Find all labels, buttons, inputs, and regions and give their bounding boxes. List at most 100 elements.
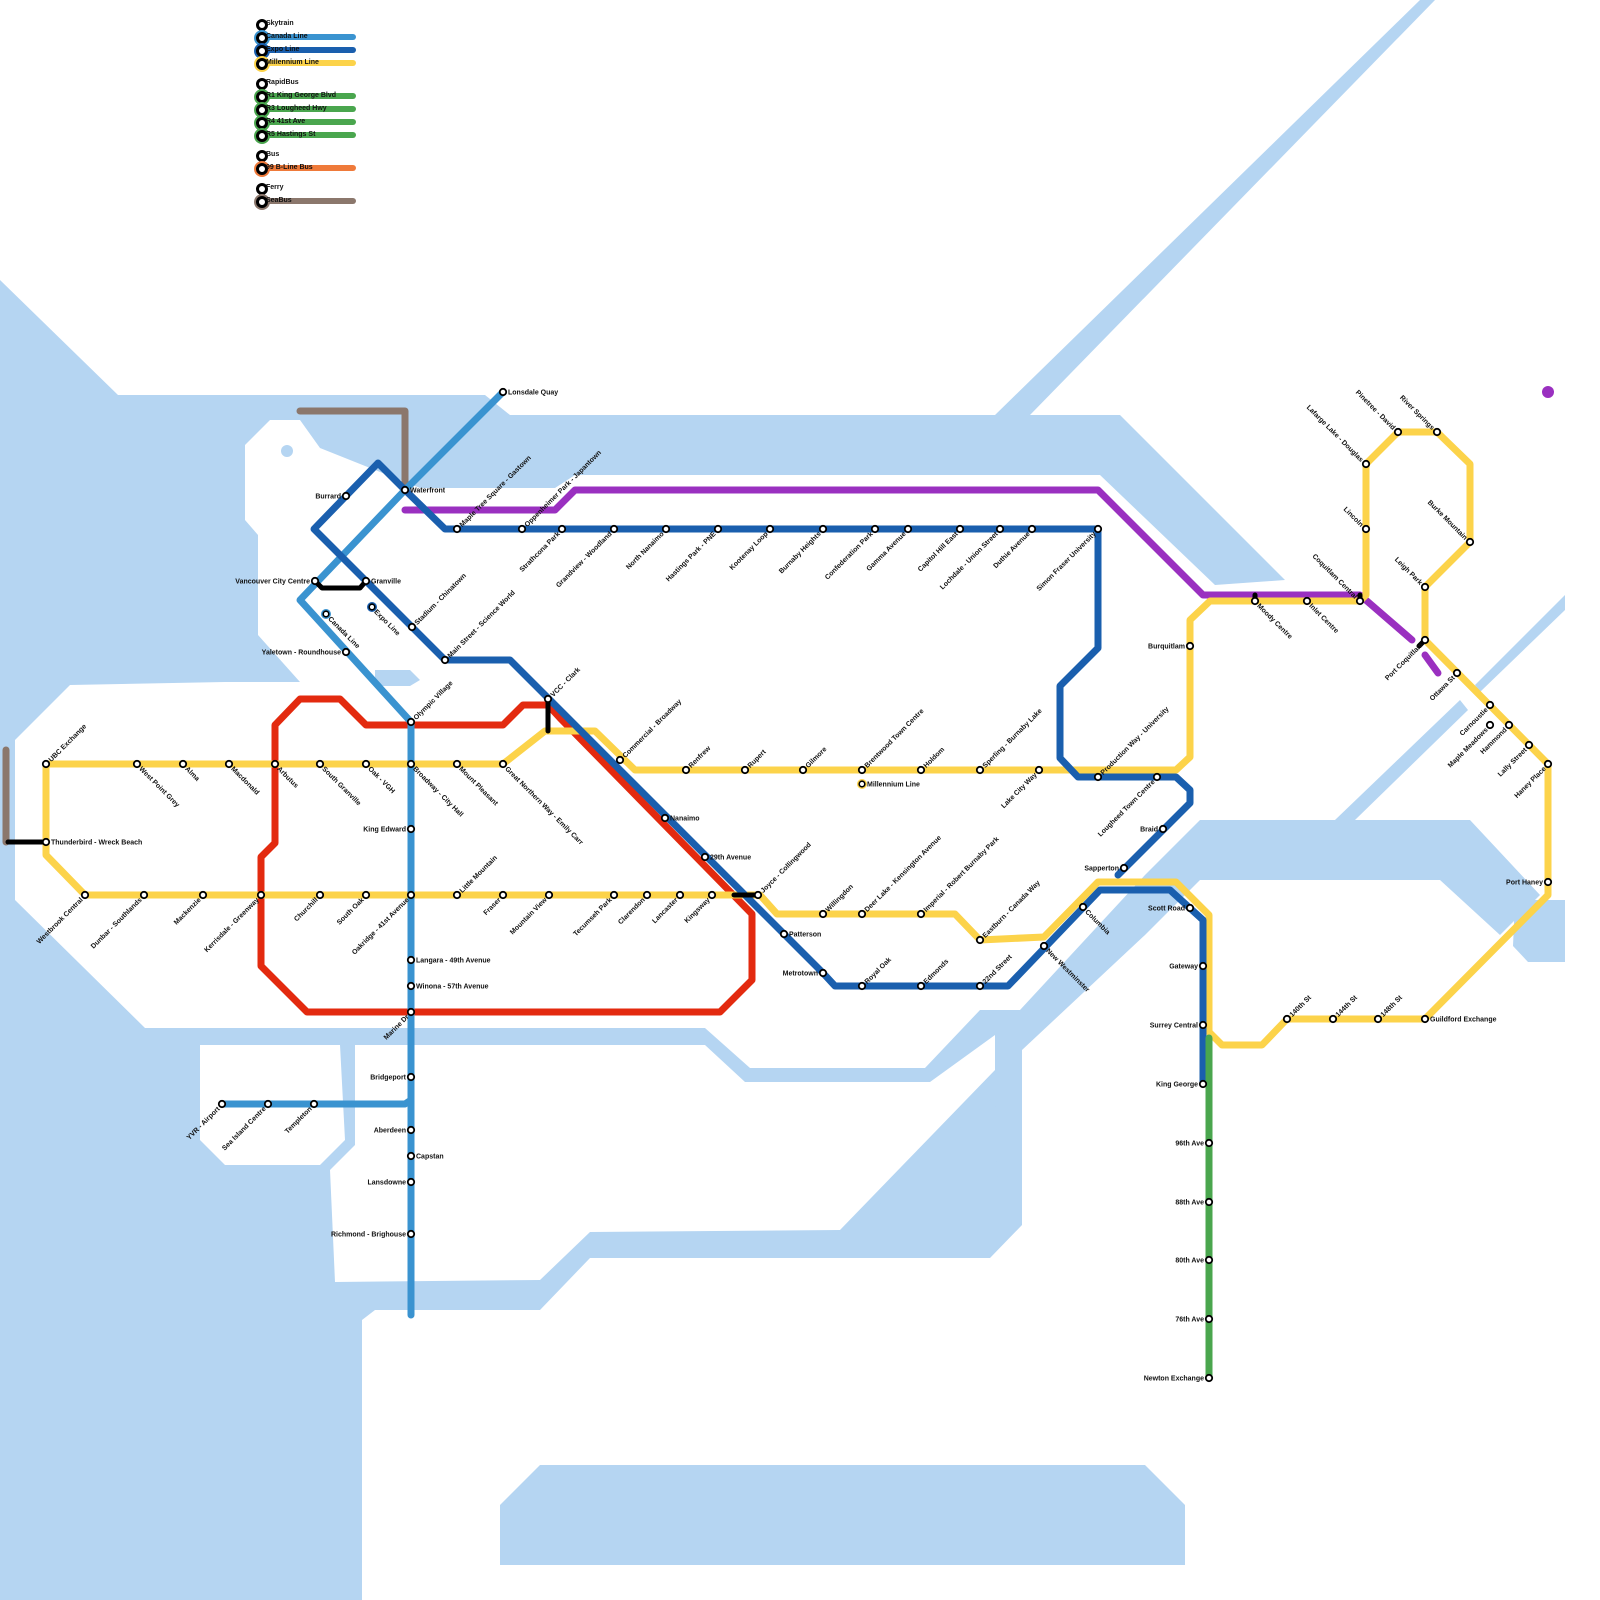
station-22nd-street[interactable] <box>975 981 985 991</box>
station-pinetree-david[interactable] <box>1393 427 1403 437</box>
station-churchill[interactable] <box>315 890 325 900</box>
station-capitol-hill-east[interactable] <box>955 524 965 534</box>
station-kerrisdale-greenway[interactable] <box>256 890 266 900</box>
station-thunderbird-wreck-beach[interactable] <box>41 837 51 847</box>
station-96th-ave[interactable] <box>1204 1138 1214 1148</box>
station-waterfront[interactable] <box>400 485 410 495</box>
station-oak-vgh[interactable] <box>361 759 371 769</box>
station-west-point-grey[interactable] <box>132 759 142 769</box>
station-fraser[interactable] <box>498 890 508 900</box>
station-south-granville[interactable] <box>315 759 325 769</box>
station-vancouver-city-centre[interactable] <box>310 576 320 586</box>
station-88th-ave[interactable] <box>1204 1197 1214 1207</box>
station-main-street-science-world[interactable] <box>440 655 450 665</box>
station-westbrook-central[interactable] <box>80 890 90 900</box>
station-clarendon[interactable] <box>642 890 652 900</box>
station-gilmore[interactable] <box>798 765 808 775</box>
station-little-mountain[interactable] <box>452 890 462 900</box>
station-commercial-broadway[interactable] <box>615 755 625 765</box>
station-oakridge-41st-avenue[interactable] <box>406 890 416 900</box>
station-144th-st[interactable] <box>1328 1014 1338 1024</box>
station-ubc-exchange[interactable] <box>41 759 51 769</box>
station-new-westminster[interactable] <box>1039 941 1049 951</box>
station-hammond[interactable] <box>1504 720 1514 730</box>
station-renfrew[interactable] <box>681 765 691 775</box>
station-inlet-centre[interactable] <box>1302 596 1312 606</box>
station-moody-centre[interactable] <box>1250 596 1260 606</box>
station-strathcona-park[interactable] <box>557 524 567 534</box>
station-confederation-park[interactable] <box>870 524 880 534</box>
station-eastburn-canada-way[interactable] <box>975 935 985 945</box>
station-winona-57th-avenue[interactable] <box>406 981 416 991</box>
station-metrotown[interactable] <box>818 968 828 978</box>
station-columbia[interactable] <box>1078 902 1088 912</box>
station-hastings-park-pne[interactable] <box>713 524 723 534</box>
station-vcc-clark[interactable] <box>543 694 553 704</box>
station-surrey-central[interactable] <box>1198 1020 1208 1030</box>
station-oppenheimer-park-japantown[interactable] <box>517 524 527 534</box>
station-capstan[interactable] <box>406 1151 416 1161</box>
station-maple-meadows[interactable] <box>1485 720 1495 730</box>
station-maple-tree-square-gastown[interactable] <box>452 524 462 534</box>
station-newton-exchange[interactable] <box>1204 1373 1214 1383</box>
station-burnaby-heights[interactable] <box>818 524 828 534</box>
station-port-haney[interactable] <box>1543 877 1553 887</box>
station-lally-street[interactable] <box>1524 740 1534 750</box>
station-willingdon[interactable] <box>818 909 828 919</box>
station-lancaster[interactable] <box>675 890 685 900</box>
station-granville[interactable] <box>361 576 371 586</box>
station-production-way-university[interactable] <box>1093 772 1103 782</box>
station-richmond-brighouse[interactable] <box>406 1229 416 1239</box>
station-joyce-collingwood[interactable] <box>753 890 763 900</box>
station-carnoustie[interactable] <box>1485 700 1495 710</box>
station-king-edward[interactable] <box>406 824 416 834</box>
station-dunbar-southlands[interactable] <box>139 890 149 900</box>
station-148th-st[interactable] <box>1373 1014 1383 1024</box>
station-lafarge-lake-douglas[interactable] <box>1361 459 1371 469</box>
station-port-coquitlam[interactable] <box>1420 635 1430 645</box>
station-duthie-avenue[interactable] <box>1027 524 1037 534</box>
station-sperling-burnaby-lake[interactable] <box>975 765 985 775</box>
station-lonsdale-quay[interactable] <box>498 387 508 397</box>
station-lougheed-town-centre[interactable] <box>1152 772 1162 782</box>
station-haney-place[interactable] <box>1543 759 1553 769</box>
station-guildford-exchange[interactable] <box>1420 1014 1430 1024</box>
station-76th-ave[interactable] <box>1204 1314 1214 1324</box>
station-yvr-airport[interactable] <box>217 1099 227 1109</box>
station-gateway[interactable] <box>1198 961 1208 971</box>
station-grandview-woodland[interactable] <box>609 524 619 534</box>
station-south-oak[interactable] <box>361 890 371 900</box>
station-north-nanaimo[interactable] <box>661 524 671 534</box>
station-olympic-village[interactable] <box>406 717 416 727</box>
station-leigh-park[interactable] <box>1420 582 1430 592</box>
station-brentwood-town-centre[interactable] <box>857 765 867 775</box>
station-langara-49th-avenue[interactable] <box>406 955 416 965</box>
station-marine-dr[interactable] <box>406 1007 416 1017</box>
station-lincoln[interactable] <box>1361 524 1371 534</box>
station-lake-city-way[interactable] <box>1034 765 1044 775</box>
station-imperial-robert-burnaby-park[interactable] <box>916 909 926 919</box>
station-king-george[interactable] <box>1198 1079 1208 1089</box>
station-kingsway[interactable] <box>707 890 717 900</box>
station-arbutus[interactable] <box>270 759 280 769</box>
station-coquitlam-central[interactable] <box>1355 596 1365 606</box>
station-140th-st[interactable] <box>1282 1014 1292 1024</box>
station-burquitlam[interactable] <box>1185 641 1195 651</box>
station-great-northern-way-emily-carr[interactable] <box>498 759 508 769</box>
station-aberdeen[interactable] <box>406 1125 416 1135</box>
station-lansdowne[interactable] <box>406 1177 416 1187</box>
station-gamma-avenue[interactable] <box>903 524 913 534</box>
station-river-springs[interactable] <box>1432 427 1442 437</box>
station-deer-lake-kensington-avenue[interactable] <box>857 909 867 919</box>
station-nanaimo[interactable] <box>660 813 670 823</box>
station-royal-oak[interactable] <box>857 981 867 991</box>
station-broadway-city-hall[interactable] <box>406 759 416 769</box>
station-ottawa-st[interactable] <box>1452 668 1462 678</box>
station-braid[interactable] <box>1158 824 1168 834</box>
station-patterson[interactable] <box>779 929 789 939</box>
station-yaletown-roundhouse[interactable] <box>341 647 351 657</box>
station-sapperton[interactable] <box>1119 863 1129 873</box>
station-rupert[interactable] <box>740 765 750 775</box>
station-macdonald[interactable] <box>224 759 234 769</box>
station-templeton[interactable] <box>309 1099 319 1109</box>
